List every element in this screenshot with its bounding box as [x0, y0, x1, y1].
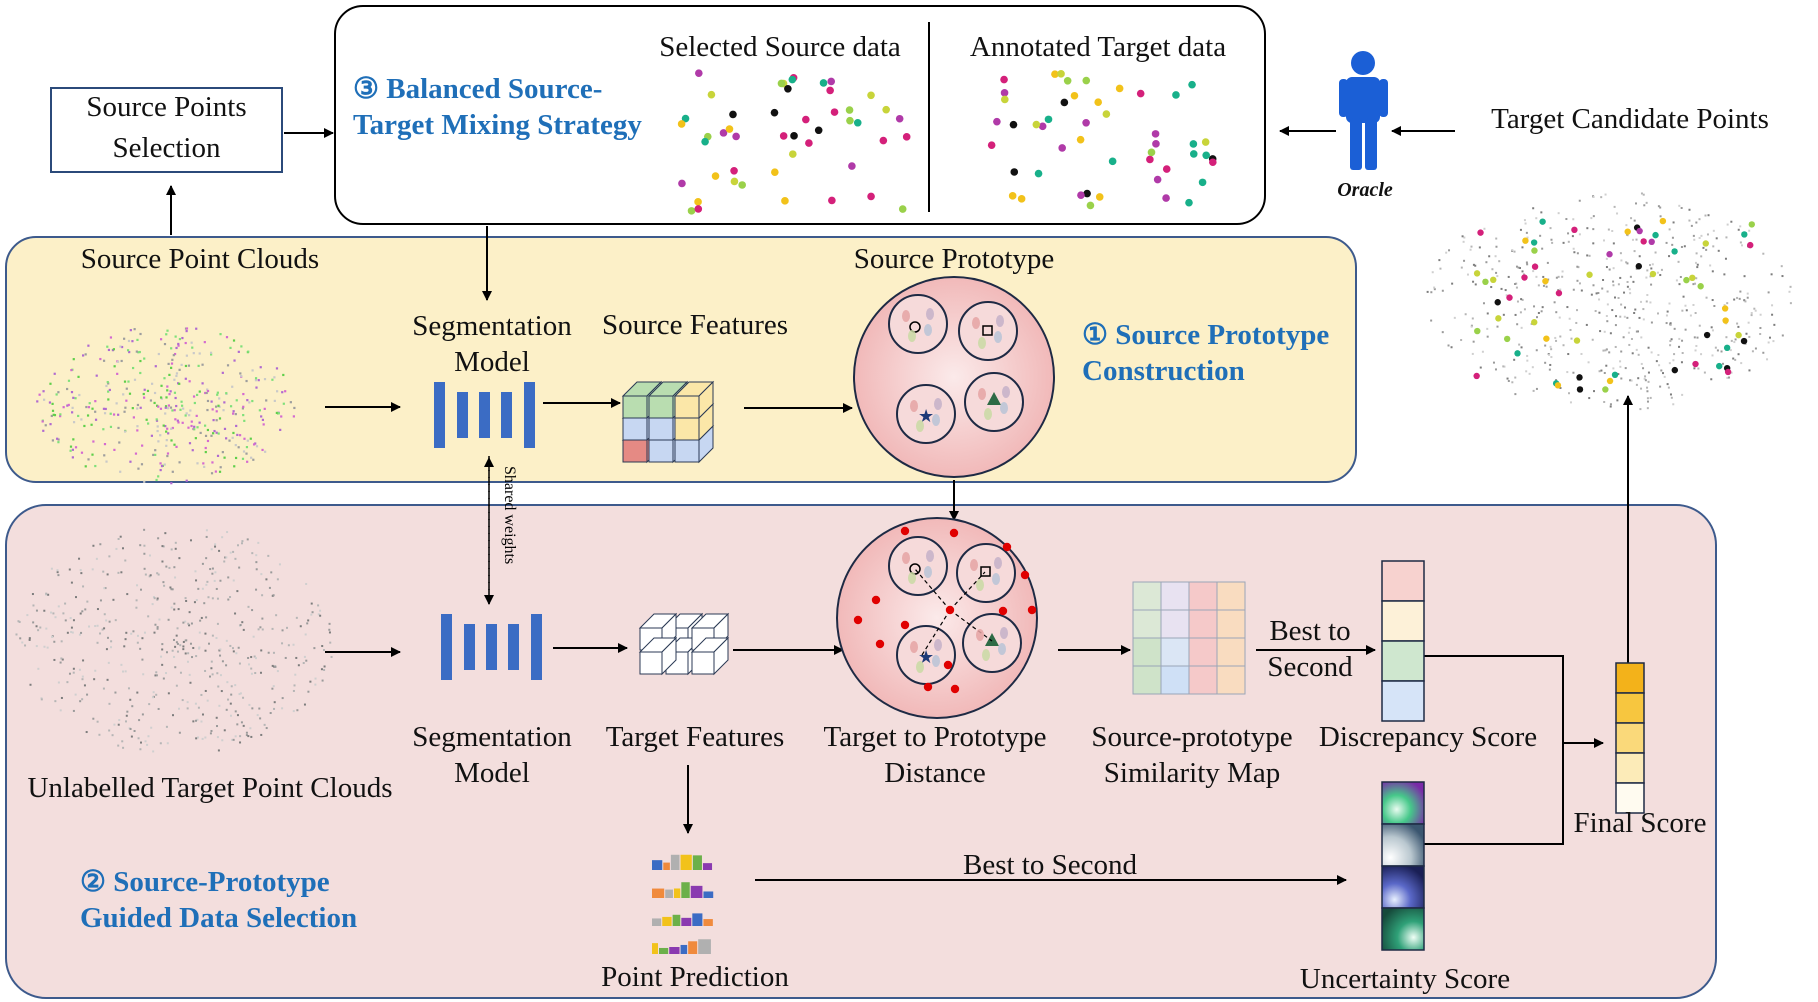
source-points-selection-box — [50, 87, 283, 173]
annotated-target-scatter — [987, 70, 1217, 210]
source-seg-model-label-1: Segmentation — [412, 310, 572, 342]
person-icon — [1339, 51, 1388, 170]
uncertainty-score-icon — [1381, 781, 1425, 951]
point-prediction-label: Point Prediction — [601, 961, 789, 993]
discrepancy-score-label: Discrepancy Score — [1318, 721, 1538, 753]
source-prototype-icon: ★ — [853, 276, 1055, 478]
data-selection-module-title-2: Guided Data Selection — [80, 902, 358, 934]
best-to-second-label-1: Best to — [1269, 615, 1351, 647]
segmentation-model-icon — [434, 382, 535, 448]
selected-source-label: Selected Source data — [659, 31, 901, 63]
source-seg-model-label-2: Model — [454, 346, 530, 378]
similarity-map-icon — [1132, 581, 1246, 695]
target-seg-model-label-1: Segmentation — [412, 721, 572, 753]
segmentation-model-icon-target — [441, 614, 542, 680]
target-point-cloud-image — [15, 528, 333, 753]
target-features-label: Target Features — [605, 721, 785, 753]
target-prototype-distance-label-1: Target to Prototype — [823, 721, 1047, 753]
target-prototype-distance-icon: ★ — [836, 517, 1038, 719]
candidate-point-cloud-image — [1426, 192, 1792, 411]
target-seg-model-label-2: Model — [454, 757, 530, 789]
source-prototype-label: Source Prototype — [853, 243, 1055, 275]
selected-source-scatter — [677, 69, 911, 215]
best-to-second-label-2: Second — [1267, 651, 1353, 683]
mixing-strategy-box — [334, 5, 1266, 225]
target-candidate-points-label: Target Candidate Points — [1491, 103, 1769, 135]
square-icon — [982, 325, 993, 336]
source-points-selection-label-1: Source Points — [86, 91, 247, 123]
similarity-map-label-2: Similarity Map — [1103, 757, 1281, 789]
target-features-icon — [638, 612, 730, 676]
source-prototype-module-title-1: ① Source Prototype — [1082, 319, 1330, 351]
point-prediction-icon — [652, 854, 714, 954]
unlabelled-target-clouds-label: Unlabelled Target Point Clouds — [27, 772, 393, 804]
circle-icon — [909, 321, 921, 333]
oracle-label: Oracle — [1337, 179, 1393, 201]
discrepancy-score-icon — [1381, 560, 1425, 722]
shared-weights-label: Shared weights — [501, 466, 518, 564]
best-to-second-bottom-label: Best to Second — [963, 849, 1137, 881]
source-features-icon — [621, 380, 715, 464]
target-prototype-distance-label-2: Distance — [884, 757, 986, 789]
source-prototype-module-title-2: Construction — [1082, 355, 1245, 387]
source-point-cloud-image — [36, 327, 296, 485]
triangle-icon — [987, 392, 1001, 405]
source-features-label: Source Features — [601, 309, 789, 341]
mixing-strategy-title-2: Target Mixing Strategy — [353, 109, 642, 141]
mixing-strategy-title-1: ③ Balanced Source- — [353, 73, 603, 105]
source-points-selection-label-2: Selection — [112, 132, 221, 164]
annotated-target-label: Annotated Target data — [969, 31, 1227, 63]
final-score-icon — [1615, 662, 1645, 814]
source-point-clouds-label: Source Point Clouds — [80, 243, 320, 275]
similarity-map-label-1: Source-prototype — [1091, 721, 1293, 753]
target-panel — [5, 504, 1717, 999]
final-score-label: Final Score — [1573, 807, 1707, 839]
data-selection-module-title-1: ② Source-Prototype — [80, 866, 330, 898]
uncertainty-score-label: Uncertainty Score — [1299, 963, 1511, 995]
